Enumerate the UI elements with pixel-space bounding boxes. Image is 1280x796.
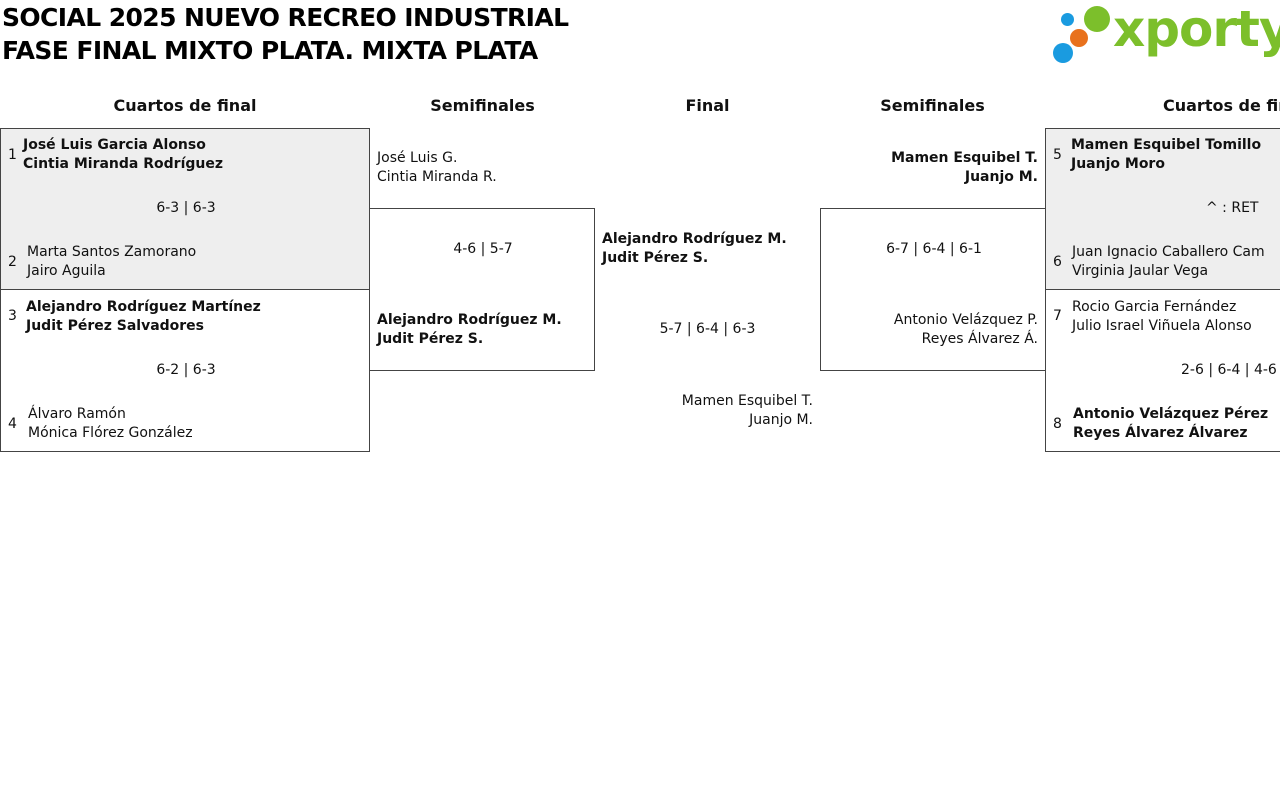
player-name: Juanjo M. xyxy=(964,169,1038,185)
seed-number: 8 xyxy=(1053,416,1062,432)
player-name: Mamen Esquibel Tomillo xyxy=(1071,137,1262,153)
player-name: Jairo Aguila xyxy=(27,263,106,279)
logo-dot-orange xyxy=(1070,29,1088,47)
match-sf-left[interactable]: 4-6 | 5-7 Alejandro Rodríguez M. Judit P… xyxy=(369,208,595,371)
final-team-winner: Alejandro Rodríguez M. Judit Pérez S. xyxy=(602,230,787,268)
player-name: Juanjo Moro xyxy=(1071,156,1165,172)
xporty-logo[interactable]: xporty xyxy=(1050,0,1280,66)
team-loser: Juan Ignacio Caballero Cam Virginia Jaul… xyxy=(1072,243,1265,281)
player-name: Cintia Miranda R. xyxy=(377,169,497,185)
match-score: ^ : RET xyxy=(1206,200,1259,216)
player-name: Antonio Velázquez Pérez xyxy=(1073,406,1269,422)
final-team-runner-up: Mamen Esquibel T. Juanjo M. xyxy=(600,392,813,430)
team-loser: Rocio Garcia Fernández Julio Israel Viñu… xyxy=(1072,298,1252,336)
team-winner: Mamen Esquibel Tomillo Juanjo Moro xyxy=(1071,136,1261,174)
match-qf-2[interactable]: 3 Alejandro Rodríguez Martínez Judit Pér… xyxy=(0,289,370,452)
logo-dot-blue xyxy=(1053,43,1073,63)
sf-left-team-top: José Luis G. Cintia Miranda R. xyxy=(377,149,497,187)
player-name: Juan Ignacio Caballero Cam xyxy=(1072,244,1265,260)
player-name: Judit Pérez Salvadores xyxy=(26,318,205,334)
seed-number: 1 xyxy=(8,147,17,163)
round-header-sf-left: Semifinales xyxy=(430,96,535,115)
player-name: Juanjo M. xyxy=(749,412,813,428)
seed-number: 2 xyxy=(8,254,17,270)
match-sf-right[interactable]: 6-7 | 6-4 | 6-1 Antonio Velázquez P. Rey… xyxy=(820,208,1046,371)
match-score: 2-6 | 6-4 | 4-6 xyxy=(1181,362,1277,378)
player-name: Mamen Esquibel T. xyxy=(891,150,1038,166)
player-name: Alejandro Rodríguez M. xyxy=(602,231,787,247)
seed-number: 5 xyxy=(1053,147,1062,163)
match-qf-4[interactable]: 7 Rocio Garcia Fernández Julio Israel Vi… xyxy=(1045,289,1280,452)
player-name: Alejandro Rodríguez M. xyxy=(377,312,562,328)
player-name: Julio Israel Viñuela Alonso xyxy=(1072,318,1252,334)
sf-right-team-top: Mamen Esquibel T. Juanjo M. xyxy=(826,149,1038,187)
match-score: 4-6 | 5-7 xyxy=(453,241,513,257)
match-qf-3[interactable]: 5 Mamen Esquibel Tomillo Juanjo Moro ^ :… xyxy=(1045,128,1280,290)
team-winner: Alejandro Rodríguez Martínez Judit Pérez… xyxy=(26,298,261,336)
seed-number: 6 xyxy=(1053,254,1062,270)
player-name: Mamen Esquibel T. xyxy=(681,393,813,409)
player-name: Judit Pérez S. xyxy=(377,331,484,347)
seed-number: 7 xyxy=(1053,308,1062,324)
player-name: Alejandro Rodríguez Martínez xyxy=(26,299,261,315)
team-loser: Marta Santos Zamorano Jairo Aguila xyxy=(27,243,196,281)
logo-dot-blue-small xyxy=(1061,13,1074,26)
team-loser: Álvaro Ramón Mónica Flórez González xyxy=(28,405,193,443)
round-header-qf-right: Cuartos de final xyxy=(1163,96,1280,115)
seed-number: 4 xyxy=(8,416,17,432)
team-winner: Alejandro Rodríguez M. Judit Pérez S. xyxy=(377,311,562,349)
round-header-sf-right: Semifinales xyxy=(880,96,985,115)
match-score: 6-7 | 6-4 | 6-1 xyxy=(886,241,982,257)
match-score: 6-2 | 6-3 xyxy=(156,362,216,378)
final-score: 5-7 | 6-4 | 6-3 xyxy=(659,321,756,337)
player-name: José Luis G. xyxy=(377,150,458,166)
page-subtitle: FASE FINAL MIXTO PLATA. MIXTA PLATA xyxy=(2,36,538,65)
player-name: Mónica Flórez González xyxy=(28,425,193,441)
team-winner: José Luis Garcia Alonso Cintia Miranda R… xyxy=(23,136,223,174)
player-name: Reyes Álvarez Álvarez xyxy=(1073,425,1248,441)
player-name: Cintia Miranda Rodríguez xyxy=(23,156,223,172)
match-qf-1[interactable]: 1 José Luis Garcia Alonso Cintia Miranda… xyxy=(0,128,370,290)
player-name: José Luis Garcia Alonso xyxy=(23,137,206,153)
player-name: Marta Santos Zamorano xyxy=(27,244,197,260)
player-name: Virginia Jaular Vega xyxy=(1072,263,1209,279)
logo-dot-green xyxy=(1084,6,1110,32)
team-loser: Antonio Velázquez P. Reyes Álvarez Á. xyxy=(825,311,1038,349)
seed-number: 3 xyxy=(8,308,17,324)
player-name: Judit Pérez S. xyxy=(602,250,709,266)
player-name: Rocio Garcia Fernández xyxy=(1072,299,1237,315)
match-score: 6-3 | 6-3 xyxy=(156,200,216,216)
round-header-qf-left: Cuartos de final xyxy=(113,96,257,115)
page-title: SOCIAL 2025 NUEVO RECREO INDUSTRIAL xyxy=(2,3,569,32)
round-header-final: Final xyxy=(685,96,730,115)
player-name: Reyes Álvarez Á. xyxy=(921,331,1038,347)
player-name: Antonio Velázquez P. xyxy=(893,312,1038,328)
team-winner: Antonio Velázquez Pérez Reyes Álvarez Ál… xyxy=(1073,405,1268,443)
player-name: Álvaro Ramón xyxy=(28,406,126,422)
logo-wordmark: xporty xyxy=(1113,0,1280,58)
